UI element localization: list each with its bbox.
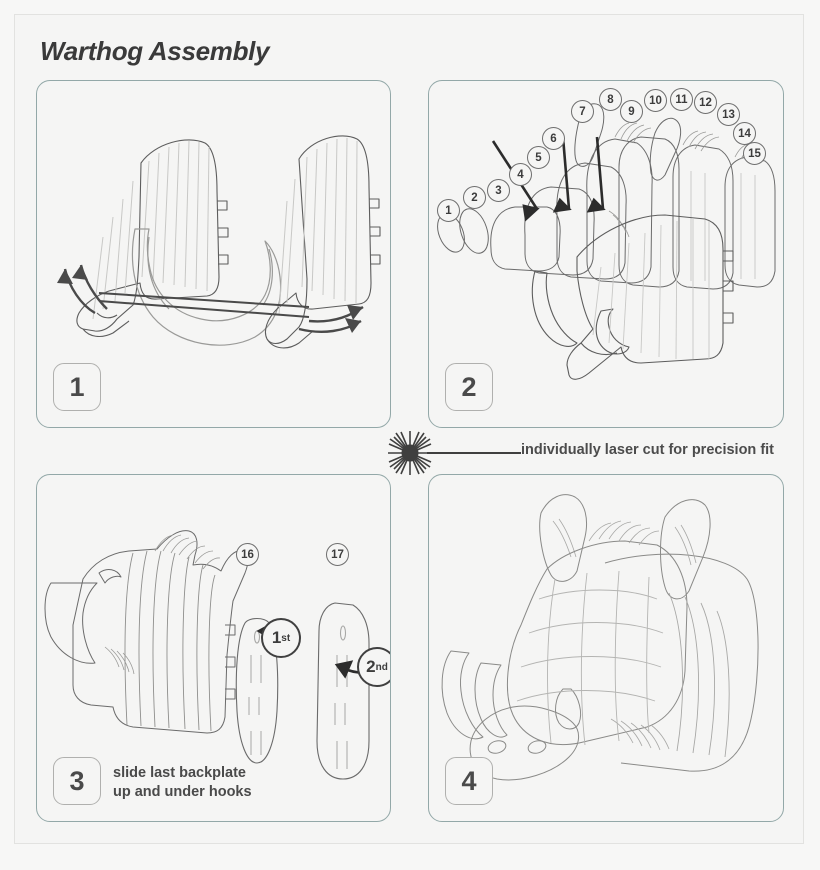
part-callout: 14 — [733, 122, 756, 145]
part-callout: 6 — [542, 127, 565, 150]
part-callout: 10 — [644, 89, 667, 112]
order-marker-second-suffix: nd — [375, 661, 388, 673]
part-callout: 11 — [670, 88, 693, 111]
part-callout: 5 — [527, 146, 550, 169]
laser-cut-label: individually laser cut for precision fit — [521, 442, 774, 458]
step-4-illustration — [441, 494, 759, 781]
part-callout: 2 — [463, 186, 486, 209]
part-callout: 17 — [326, 543, 349, 566]
part-callout: 12 — [694, 91, 717, 114]
part-callout: 16 — [236, 543, 259, 566]
part-callout: 15 — [743, 142, 766, 165]
part-callout: 8 — [599, 88, 622, 111]
laser-cut-annotation: individually laser cut for precision fit — [385, 428, 805, 478]
step-3-caption-line-2: up and under hooks — [113, 784, 252, 801]
step-2-illustration — [437, 103, 776, 380]
order-marker-second-label: 2 — [366, 657, 376, 676]
order-marker-first-label: 1 — [271, 628, 282, 647]
order-marker-first-suffix: st — [281, 632, 291, 644]
step-number-badge: 2 — [445, 363, 493, 411]
panel-step-4: 4 — [428, 474, 784, 822]
part-callout: 3 — [487, 179, 510, 202]
step-number-badge: 4 — [445, 757, 493, 805]
part-callout: 7 — [571, 100, 594, 123]
step-1-illustration — [57, 135, 381, 349]
panel-step-1: 1 — [36, 80, 391, 428]
page-title: Warthog Assembly — [40, 36, 270, 66]
part-callout: 4 — [509, 163, 532, 186]
step-number-badge: 1 — [53, 363, 101, 411]
laser-burst-icon — [388, 431, 521, 475]
panel-step-2: 1 2 3 4 5 6 7 8 9 10 11 12 13 14 15 2 — [428, 80, 784, 428]
part-callout: 9 — [620, 100, 643, 123]
step-3-caption: slide last backplate up and under hooks — [113, 764, 252, 803]
part-callout: 1 — [437, 199, 460, 222]
step-3-caption-line-1: slide last backplate — [113, 764, 246, 781]
part-callout: 13 — [717, 103, 740, 126]
step-number-badge: 3 — [53, 757, 101, 805]
